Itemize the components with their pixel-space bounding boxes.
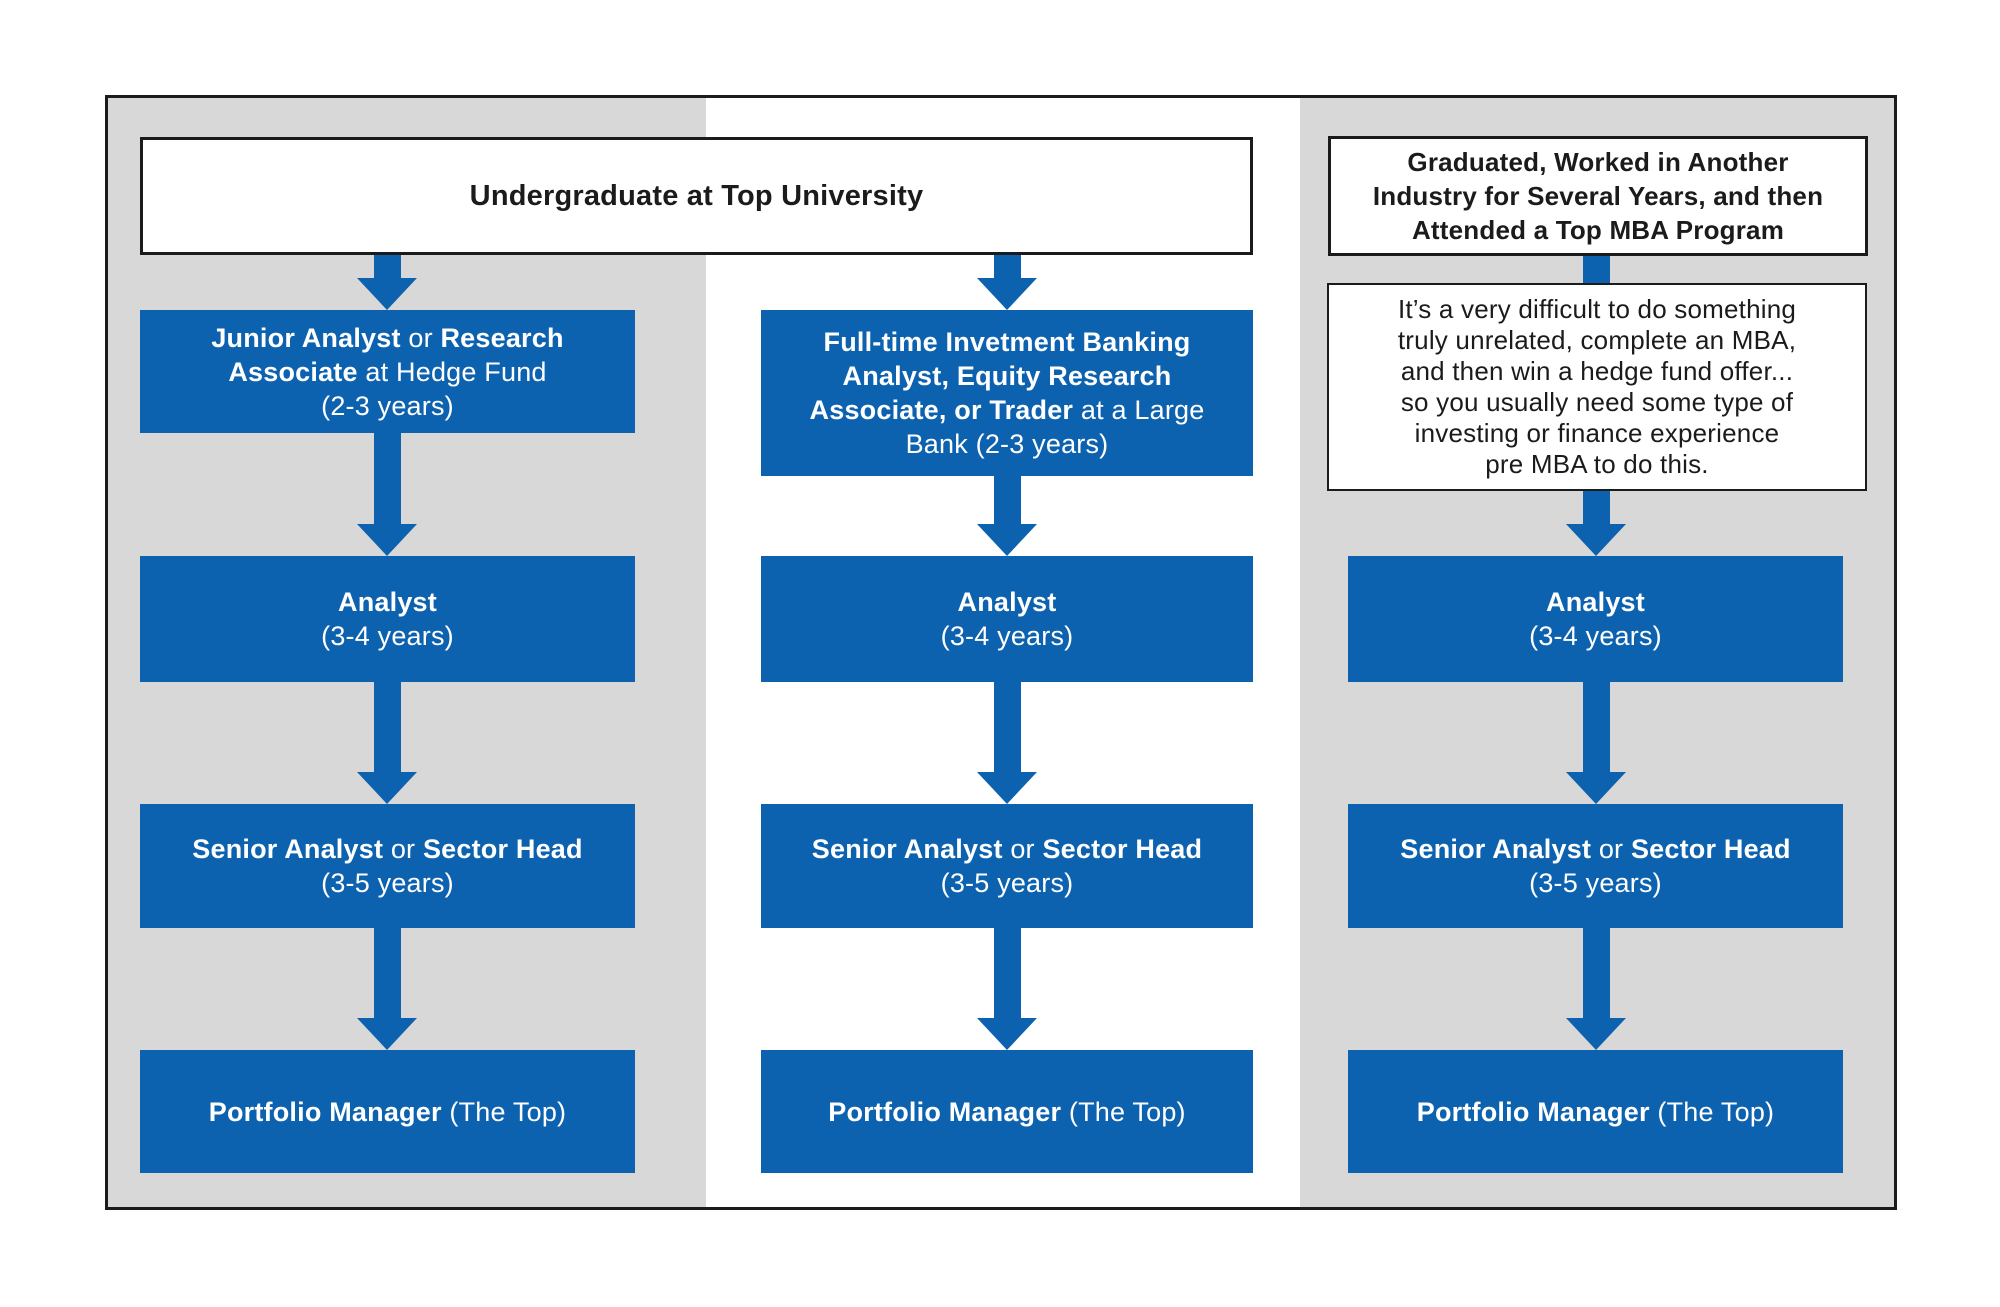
arrow-head [977, 524, 1037, 556]
arrow-head [977, 1018, 1037, 1050]
down-arrow-icon [975, 476, 1039, 556]
stage-box-label: Senior Analyst or Sector Head (3-5 years… [1400, 834, 1791, 898]
stage-box-analyst-left: Analyst (3-4 years) [140, 556, 635, 682]
arrow-head [977, 772, 1037, 804]
stage-box-portfolio-manager-right: Portfolio Manager (The Top) [1348, 1050, 1843, 1173]
arrow-head [1566, 524, 1626, 556]
arrow-head [357, 278, 417, 310]
mba-note-box: It’s a very difficult to do something tr… [1327, 283, 1867, 491]
down-arrow-icon [975, 928, 1039, 1050]
undergrad-header-box: Undergraduate at Top University [140, 137, 1253, 255]
arrow-shaft [373, 255, 401, 278]
mba-note-text: It’s a very difficult to do something tr… [1397, 294, 1797, 479]
stage-box-label: Senior Analyst or Sector Head (3-5 years… [811, 834, 1203, 898]
down-arrow-icon [355, 433, 419, 556]
down-arrow-icon [355, 255, 419, 310]
stage-box-senior-analyst-right: Senior Analyst or Sector Head (3-5 years… [1348, 804, 1843, 928]
down-arrow-icon [975, 255, 1039, 310]
arrow-head [357, 772, 417, 804]
stage-box-analyst-right: Analyst (3-4 years) [1348, 556, 1843, 682]
stage-box-portfolio-manager-middle: Portfolio Manager (The Top) [761, 1050, 1253, 1173]
stage-box-portfolio-manager-left: Portfolio Manager (The Top) [140, 1050, 635, 1173]
arrow-shaft [1582, 682, 1610, 772]
mba-header-label: Graduated, Worked in Another Industry fo… [1372, 147, 1824, 245]
stage-box-analyst-middle: Analyst (3-4 years) [761, 556, 1253, 682]
arrow-head [977, 278, 1037, 310]
down-arrow-icon [355, 928, 419, 1050]
stage-box-junior-analyst: Junior Analyst or Research Associate at … [140, 310, 635, 433]
arrow-head [1566, 772, 1626, 804]
arrow-shaft [373, 928, 401, 1018]
stage-box-senior-analyst-left: Senior Analyst or Sector Head (3-5 years… [140, 804, 635, 928]
arrow-shaft [1582, 928, 1610, 1018]
down-arrow-icon [355, 682, 419, 804]
stage-box-label: Portfolio Manager (The Top) [828, 1096, 1186, 1127]
stage-box-banking-analyst: Full-time Invetment Banking Analyst, Equ… [761, 310, 1253, 476]
arrow-head [357, 1018, 417, 1050]
mba-header-box: Graduated, Worked in Another Industry fo… [1328, 136, 1868, 256]
down-arrow-icon [1564, 682, 1628, 804]
arrow-shaft [993, 928, 1021, 1018]
stage-box-label: Portfolio Manager (The Top) [208, 1096, 567, 1127]
stage-box-label: Senior Analyst or Sector Head (3-5 years… [192, 834, 583, 898]
stage-box-label: Full-time Invetment Banking Analyst, Equ… [809, 327, 1205, 459]
undergrad-header-label: Undergraduate at Top University [469, 179, 924, 212]
stage-box-label: Junior Analyst or Research Associate at … [211, 322, 564, 421]
arrow-shaft [373, 433, 401, 524]
stage-box-label: Analyst (3-4 years) [321, 587, 454, 651]
down-arrow-icon [1564, 928, 1628, 1050]
stage-box-label: Analyst (3-4 years) [940, 587, 1074, 651]
stage-box-label: Analyst (3-4 years) [1529, 587, 1662, 651]
diagram-frame: Undergraduate at Top University Graduate… [105, 95, 1897, 1210]
arrow-head [1566, 1018, 1626, 1050]
arrow-shaft [993, 255, 1021, 278]
arrow-shaft [373, 682, 401, 772]
arrow-shaft [993, 682, 1021, 772]
arrow-head [357, 524, 417, 556]
arrow-shaft [993, 476, 1021, 524]
stage-box-label: Portfolio Manager (The Top) [1416, 1096, 1775, 1127]
stage-box-senior-analyst-middle: Senior Analyst or Sector Head (3-5 years… [761, 804, 1253, 928]
down-arrow-icon [975, 682, 1039, 804]
